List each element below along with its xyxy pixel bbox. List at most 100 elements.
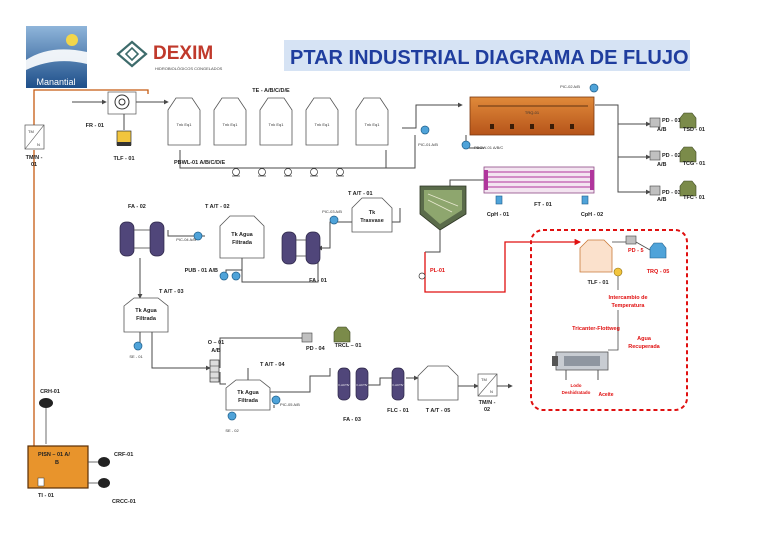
pump-icon[interactable] — [336, 168, 344, 177]
tank-eq-c[interactable]: Tnk Eq1 — [259, 97, 293, 146]
svg-text:TM/N -: TM/N - — [479, 400, 496, 406]
pd-5-pump[interactable]: PD - 5 — [625, 235, 644, 254]
dexim-diamond-icon — [116, 40, 148, 68]
crh-01-gauge[interactable]: CRH-01 — [39, 389, 60, 444]
pic-05-pump[interactable]: PIC-05 A/B — [271, 395, 300, 407]
cph-01-sensor[interactable]: CpH - 01 — [487, 195, 509, 218]
equalization-tanks[interactable]: Tnk Eq1 Tnk Eq1 Tnk Eq1 Tnk Eq1 Tnk Eq1 — [167, 97, 389, 146]
pump-icon[interactable] — [310, 168, 318, 177]
pic-03-pump[interactable]: PIC-03 A/B — [322, 209, 342, 225]
heat-exchanger[interactable]: Intercambio de Temperatura — [608, 267, 648, 309]
pd-01-group[interactable]: PD - 01 A/B — [649, 117, 681, 133]
crf-01-gauge[interactable]: CRF-01 — [88, 452, 133, 467]
pd-03-group[interactable]: PD - 03 A/B — [649, 185, 681, 203]
svg-text:FA - 01: FA - 01 — [309, 278, 327, 284]
tk-trasvase[interactable]: Tk Trasvase — [351, 197, 393, 233]
tat-03-label: T A/T - 03 — [159, 289, 184, 295]
flc-01-filter[interactable]: F-ACTIV FLC - 01 — [387, 367, 409, 414]
svg-text:PD - 01: PD - 01 — [662, 118, 681, 124]
svg-text:TRQ - 05: TRQ - 05 — [647, 269, 670, 275]
logo-text: Manantial — [36, 77, 75, 87]
trq-05-tank[interactable]: TRQ - 05 — [647, 242, 670, 275]
fr-01-filter[interactable]: FR - 01 — [86, 91, 137, 129]
daf-unit[interactable] — [419, 185, 467, 231]
tfc-01-tank[interactable]: TFC - 01 — [679, 180, 705, 201]
pic-04-pump[interactable]: PIC-04 A/B — [176, 231, 203, 242]
dexim-logo: DEXIM HIDROBIOLÓGICOS CONGELADOS — [116, 40, 223, 71]
svg-text:Tnk Eq1: Tnk Eq1 — [177, 122, 193, 127]
tank-eq-b[interactable]: Tnk Eq1 — [213, 97, 247, 146]
fa-03-filters[interactable]: F-ACTIV F-ACTIV FA - 03 — [337, 367, 369, 423]
pub-01-pumps[interactable]: PUB - 01 A/B — [185, 268, 241, 281]
fr-01-label: FR - 01 — [86, 123, 104, 129]
svg-text:Filtrada: Filtrada — [238, 398, 259, 404]
tk-agua-filtrada-02[interactable]: Tk Agua Filtrada — [219, 215, 265, 259]
svg-text:FA - 03: FA - 03 — [343, 417, 361, 423]
tsd-01-tank[interactable]: TSD - 01 — [679, 112, 705, 133]
pd-02-group[interactable]: PD - 02 A/B — [649, 150, 681, 168]
svg-text:Aceite: Aceite — [598, 392, 613, 398]
svg-text:Tk: Tk — [369, 210, 376, 216]
svg-text:TRCL – 01: TRCL – 01 — [335, 343, 362, 349]
trcl-01-tank[interactable]: TRCL – 01 — [333, 326, 362, 349]
se-02-pump[interactable]: SE - 02 — [225, 411, 239, 433]
tlf-01-top-tank[interactable]: TLF - 01 — [113, 130, 135, 162]
red-line — [424, 238, 582, 293]
pump-icon[interactable] — [232, 168, 240, 177]
svg-text:F-ACTIV: F-ACTIV — [339, 383, 350, 387]
svg-text:Trasvase: Trasvase — [360, 218, 384, 224]
tm-n-01[interactable]: TM N TM/N - 01 — [24, 124, 45, 168]
fa-02-filters[interactable] — [119, 221, 165, 257]
pump-icon[interactable] — [258, 168, 266, 177]
tricanter-centrifuge[interactable] — [552, 351, 609, 380]
svg-text:PIC-05 A/B: PIC-05 A/B — [280, 402, 300, 407]
svg-text:PIC-02 A/B: PIC-02 A/B — [560, 84, 580, 89]
pic-01-pump[interactable]: PIC-01 A/B — [418, 125, 438, 147]
svg-text:02: 02 — [484, 407, 490, 413]
page-title: PTAR INDUSTRIAL DIAGRAMA DE FLUJO — [290, 47, 689, 69]
crcc-01-gauge[interactable]: CRCC-01 — [88, 478, 136, 505]
svg-text:SE - 01: SE - 01 — [129, 354, 143, 359]
tk-agua-filtrada-03[interactable]: Tk Agua Filtrada — [123, 297, 169, 333]
svg-text:TLF - 01: TLF - 01 — [587, 280, 608, 286]
svg-text:F-ACTIV: F-ACTIV — [393, 383, 404, 387]
svg-text:Tnk Eq1: Tnk Eq1 — [315, 122, 331, 127]
pd-04-pump[interactable]: PD - 04 — [301, 332, 326, 352]
svg-text:PBGW-01 A/B/C: PBGW-01 A/B/C — [474, 145, 503, 150]
svg-text:N: N — [37, 142, 40, 147]
brand-main: DEXIM — [153, 43, 213, 64]
tlf-01-tank[interactable]: TLF - 01 — [579, 239, 613, 286]
tcg-01-tank[interactable]: TCG - 01 — [679, 146, 705, 167]
tm-n-02[interactable]: TM N TM/N - 02 — [477, 373, 498, 413]
cph-02-sensor[interactable]: CpH - 02 — [581, 195, 603, 218]
pump-icon[interactable] — [284, 168, 292, 177]
trq-01-reactor[interactable]: TRQ-01 — [469, 96, 595, 136]
o-01-ozonator[interactable]: O – 01 A/B — [208, 340, 225, 383]
svg-text:PL-01: PL-01 — [430, 268, 445, 274]
svg-text:CpH - 01: CpH - 01 — [487, 212, 509, 218]
svg-text:Tk Agua: Tk Agua — [135, 308, 157, 314]
tank-eq-a[interactable]: Tnk Eq1 — [167, 97, 201, 146]
pisn-01-tank[interactable]: PISN – 01 A/ B TI - 01 — [27, 445, 89, 499]
pl-01-pump[interactable]: PL-01 — [418, 268, 445, 280]
tk-tat-05[interactable]: T A/T - 05 — [417, 365, 459, 414]
svg-text:TI - 01: TI - 01 — [38, 493, 54, 499]
svg-text:PIC-01 A/B: PIC-01 A/B — [418, 142, 438, 147]
ft-01-flocculator[interactable]: FT - 01 — [483, 166, 595, 208]
fa-01-filters[interactable]: FA - 01 — [281, 231, 327, 284]
tat-04-label: T A/T - 04 — [260, 362, 285, 368]
svg-text:PISN – 01 A/: PISN – 01 A/ — [38, 452, 70, 458]
tank-eq-e[interactable]: Tnk Eq1 — [355, 97, 389, 146]
se-01-pump[interactable]: SE - 01 — [129, 341, 143, 359]
svg-text:Filtrada: Filtrada — [136, 316, 157, 322]
svg-text:Tnk Eq1: Tnk Eq1 — [223, 122, 239, 127]
tk-agua-filtrada-04[interactable]: Tk Agua Filtrada — [225, 379, 271, 411]
pbwl-pumps[interactable] — [232, 168, 344, 177]
brand-sub: HIDROBIOLÓGICOS CONGELADOS — [155, 66, 223, 71]
tank-eq-d[interactable]: Tnk Eq1 — [305, 97, 339, 146]
svg-text:Filtrada: Filtrada — [232, 240, 253, 246]
svg-text:FLC - 01: FLC - 01 — [387, 408, 409, 414]
pbgw-pump[interactable]: PBGW-01 A/B/C — [461, 140, 503, 150]
pic-02-pump[interactable]: PIC-02 A/B — [560, 83, 599, 93]
